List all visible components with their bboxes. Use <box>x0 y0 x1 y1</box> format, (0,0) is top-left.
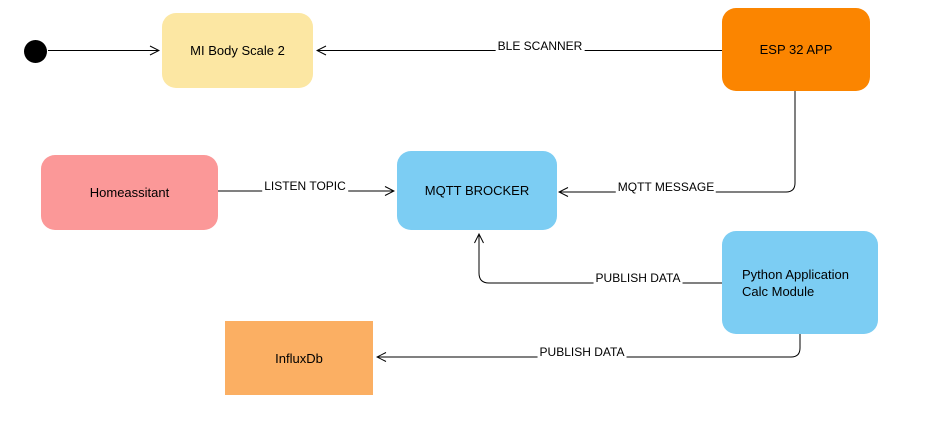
node-influxdb[interactable]: InfluxDb <box>225 321 373 395</box>
node-python-app-label: Python Application Calc Module <box>742 266 849 299</box>
edge-python-app-to-influxdb[interactable] <box>377 334 801 357</box>
edge-esp32-app-to-mqtt-brocker[interactable] <box>559 91 796 192</box>
edge-label-python-app-to-influxdb: PUBLISH DATA <box>537 345 627 359</box>
node-homeassistant[interactable]: Homeassitant <box>41 155 218 230</box>
edge-label-python-app-to-mqtt-brocker: PUBLISH DATA <box>593 271 683 285</box>
edge-python-app-to-mqtt-brocker[interactable] <box>479 234 722 284</box>
node-esp32-app[interactable]: ESP 32 APP <box>722 8 870 91</box>
edge-label-esp32-app-to-mqtt-brocker: MQTT MESSAGE <box>615 180 717 194</box>
node-python-app[interactable]: Python Application Calc Module <box>722 231 878 334</box>
node-mi-body-scale-label: MI Body Scale 2 <box>190 43 285 58</box>
edge-label-esp32-app-to-mi-body-scale: BLE SCANNER <box>495 38 585 53</box>
edge-label-homeassistant-to-mqtt-brocker: LISTEN TOPIC <box>262 179 348 193</box>
start-node[interactable] <box>24 40 47 63</box>
node-mqtt-brocker[interactable]: MQTT BROCKER <box>397 151 557 230</box>
node-mi-body-scale[interactable]: MI Body Scale 2 <box>162 13 313 88</box>
node-mqtt-brocker-label: MQTT BROCKER <box>424 183 530 198</box>
node-influxdb-label: InfluxDb <box>275 350 323 366</box>
node-homeassistant-label: Homeassitant <box>89 185 170 200</box>
node-esp32-app-label: ESP 32 APP <box>759 42 833 57</box>
